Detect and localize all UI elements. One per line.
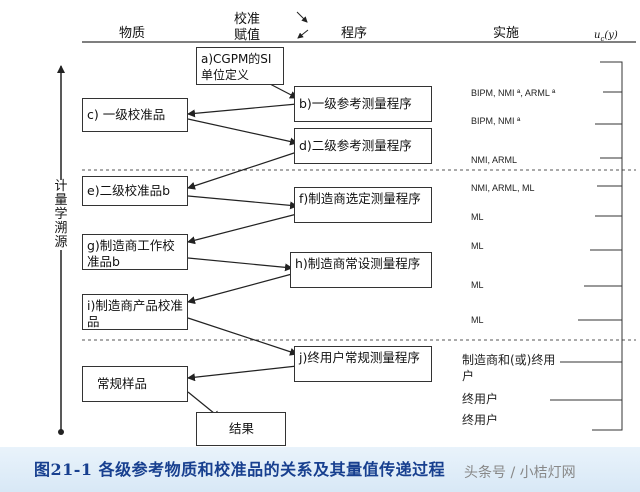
arrow-j-routine — [187, 365, 298, 382]
header-uncertainty: uc(y) — [594, 30, 618, 43]
watermark: 头条号 / 小桔灯网 — [464, 465, 576, 481]
box-i-manufacturer-product-calibrator: i)制造商产品校准品 — [82, 294, 188, 330]
arrow-h-i — [187, 273, 293, 305]
arrow-e-f — [187, 195, 298, 210]
box-j-end-user-routine-procedure: j)终用户常规测量程序 — [294, 346, 432, 382]
box-g-manufacturer-working-calibrator: g)制造商工作校准品b — [82, 234, 188, 270]
box-routine-sample: 常规样品 — [82, 366, 188, 402]
impl-4: NMI, ARML, ML — [471, 183, 535, 193]
impl-11: 终用户 — [462, 413, 499, 427]
box-c-primary-calibrator: c) 一级校准品 — [82, 98, 188, 132]
impl-1: BIPM, NMI ª, ARML ª — [471, 88, 556, 98]
impl-2: BIPM, NMI ª — [471, 116, 521, 126]
header-arrow-up — [297, 29, 309, 39]
header-implementation: 实施 — [493, 26, 520, 41]
box-d-secondary-reference-procedure: d)二级参考测量程序 — [294, 128, 432, 164]
impl-10: 终用户 — [462, 392, 499, 406]
arrow-i-j — [187, 317, 298, 356]
header-arrow-down — [296, 11, 308, 23]
caption-bar — [0, 447, 640, 492]
impl-7: ML — [471, 280, 484, 290]
arrow-f-g — [187, 213, 298, 245]
impl-8: ML — [471, 315, 484, 325]
traceability-label: 计量学溯源 — [54, 179, 68, 250]
figure-caption: 图21-1 各级参考物质和校准品的关系及其量值传递过程 — [34, 460, 446, 479]
box-e-secondary-calibrator: e)二级校准品b — [82, 176, 188, 206]
arrow-c-d — [187, 118, 298, 146]
box-f-manufacturer-selected-procedure: f)制造商选定测量程序 — [294, 187, 432, 223]
box-a-si-definition: a)CGPM的SI单位定义 — [196, 47, 284, 85]
header-calibration: 校准 — [234, 12, 261, 27]
box-b-primary-reference-procedure: b)一级参考测量程序 — [294, 86, 432, 122]
impl-3: NMI, ARML — [471, 155, 518, 165]
header-substance: 物质 — [119, 26, 146, 41]
traceability-axis-end — [58, 429, 64, 435]
arrow-d-e — [187, 151, 298, 190]
arrow-a-b — [269, 83, 298, 99]
header-assignment: 赋值 — [234, 28, 261, 43]
impl-5: ML — [471, 212, 484, 222]
impl-9: 制造商和(或)终用户 — [462, 353, 556, 383]
uncertainty-scale — [550, 61, 623, 431]
impl-6: ML — [471, 241, 484, 251]
arrow-b-c — [187, 103, 298, 118]
box-h-manufacturer-standing-procedure: h)制造商常设测量程序 — [290, 252, 432, 288]
header-procedure: 程序 — [341, 26, 368, 41]
arrow-g-h — [187, 257, 293, 272]
box-result: 结果 — [196, 412, 286, 446]
